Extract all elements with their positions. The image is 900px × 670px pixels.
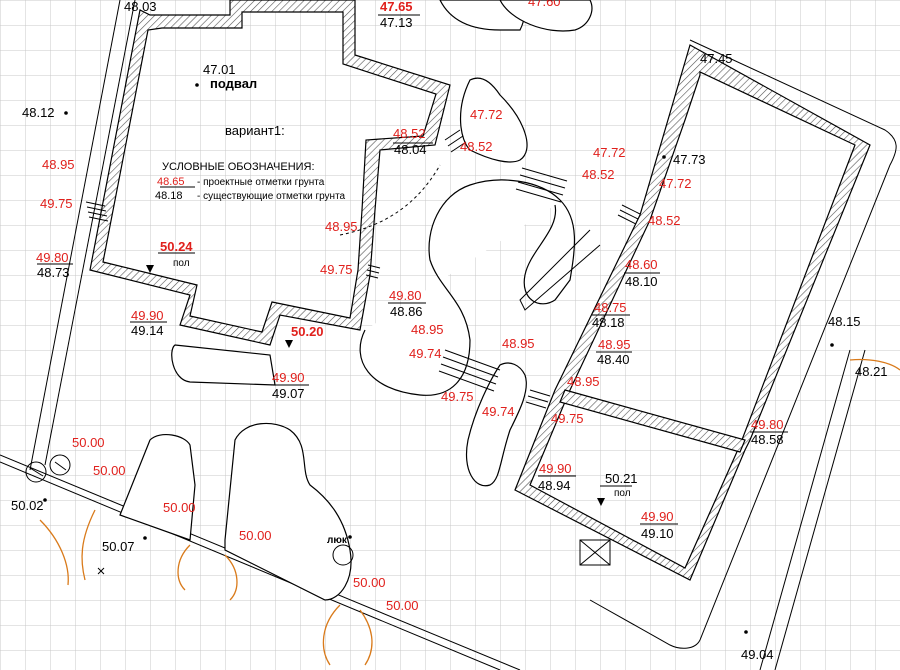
floor-mark-note: пол: [614, 488, 631, 499]
mark-existing: 47.45: [700, 51, 733, 66]
mark-design: 50.00: [93, 463, 126, 478]
floor-mark-value: 50.21: [605, 471, 638, 486]
manhole-circles: [25, 454, 354, 566]
mark-design: 47.72: [659, 176, 692, 191]
mark-design: 48.95: [325, 219, 358, 234]
mark-design: 49.90: [641, 509, 674, 524]
mark-existing: 48.04: [394, 142, 427, 157]
legend-design-text: - проектные отметки грунта: [197, 177, 325, 188]
mark-design: 49.90: [131, 308, 164, 323]
plan-title: 47.01 подвал вариант1:: [203, 62, 285, 138]
mark-existing: 50.02: [11, 498, 44, 513]
mark-existing: 50.07: [102, 539, 135, 554]
stairs: [85, 129, 641, 566]
mark-existing: 49.04: [741, 647, 774, 662]
mark-design: 48.75: [594, 300, 627, 315]
title-name: подвал: [210, 76, 257, 91]
mark-design: 47.65: [380, 0, 413, 14]
cross-marker: [97, 567, 105, 575]
floor-mark-right: 50.21 пол: [605, 471, 638, 499]
mark-design: 47.72: [593, 145, 626, 160]
title-level: 47.01: [203, 62, 236, 77]
mark-design: 49.80: [751, 417, 784, 432]
mark-design: 48.52: [582, 167, 615, 182]
mark-existing: 49.10: [641, 526, 674, 541]
door-swings-dashed: [339, 164, 441, 236]
mark-design: 49.75: [40, 196, 73, 211]
mark-design: 49.75: [320, 262, 353, 277]
mark-design: 48.95: [502, 336, 535, 351]
mark-existing: 48.15: [828, 314, 861, 329]
mark-design: 48.52: [460, 139, 493, 154]
floor-mark-value: 50.24: [160, 239, 193, 254]
mark-design: 48.95: [567, 374, 600, 389]
hatch-label: люк: [327, 535, 348, 546]
site-boundary: [0, 0, 866, 670]
mark-design: 48.95: [411, 322, 444, 337]
mark-design: 49.80: [36, 250, 69, 265]
mark-design: 49.90: [272, 370, 305, 385]
mark-existing: 48.21: [855, 364, 888, 379]
mark-design: 49.90: [539, 461, 572, 476]
mark-existing: 49.14: [131, 323, 164, 338]
variant-label: вариант1:: [225, 123, 285, 138]
gate-swings: [39, 358, 900, 666]
mark-design: 48.52: [648, 213, 681, 228]
elevation-marks: 47.65 47.13 47.60 48.03 48.12 47.45 47.7…: [11, 0, 888, 662]
mark-design: 47.60: [528, 0, 561, 9]
mark-design: 49.75: [441, 389, 474, 404]
mark-design: 50.00: [386, 598, 419, 613]
survey-points: [43, 83, 834, 634]
floor-mark-note: пол: [173, 258, 190, 269]
mark-existing: 48.12: [22, 105, 55, 120]
mark-design: 49.80: [389, 288, 422, 303]
mark-existing: 48.73: [37, 265, 70, 280]
legend-design-value: 48.65: [157, 176, 185, 188]
mark-design: 49.74: [482, 404, 515, 419]
mark-existing: 48.18: [592, 315, 625, 330]
outer-right-outline: [519, 39, 897, 649]
mark-design: 50.20: [291, 324, 324, 339]
mark-design: 50.00: [72, 435, 105, 450]
mark-existing: 48.58: [751, 432, 784, 447]
legend: УСЛОВНЫЕ ОБОЗНАЧЕНИЯ: 48.65 - проектные …: [155, 161, 346, 202]
mark-existing: 48.10: [625, 274, 658, 289]
mark-existing: 48.40: [597, 352, 630, 367]
mark-design: 48.95: [598, 337, 631, 352]
basement-left-walls: [89, 0, 451, 346]
legend-heading: УСЛОВНЫЕ ОБОЗНАЧЕНИЯ:: [162, 161, 315, 173]
mark-leaders: [37, 14, 788, 525]
central-rooms: [171, 0, 593, 487]
mark-design: 49.74: [409, 346, 442, 361]
mark-existing: 48.94: [538, 478, 571, 493]
mark-design: 49.75: [551, 411, 584, 426]
lower-rooms: [119, 422, 352, 601]
level-arrows: [146, 265, 605, 506]
mark-design: 50.00: [163, 500, 196, 515]
legend-existing-value: 48.18: [155, 190, 183, 202]
floor-mark-left: 50.24 пол: [160, 239, 193, 269]
basement-right-walls: [514, 44, 871, 581]
mark-design: 50.00: [239, 528, 272, 543]
mark-design: 48.60: [625, 257, 658, 272]
mark-existing: 49.07: [272, 386, 305, 401]
mark-existing: 48.03: [124, 0, 157, 14]
mark-existing: 48.86: [390, 304, 423, 319]
mark-existing: 47.13: [380, 15, 413, 30]
mark-existing: 47.73: [673, 152, 706, 167]
mark-design: 50.00: [353, 575, 386, 590]
legend-existing-text: - существующие отметки грунта: [197, 191, 346, 202]
mark-design: 48.52: [393, 126, 426, 141]
mark-design: 47.72: [470, 107, 503, 122]
mark-design: 48.95: [42, 157, 75, 172]
